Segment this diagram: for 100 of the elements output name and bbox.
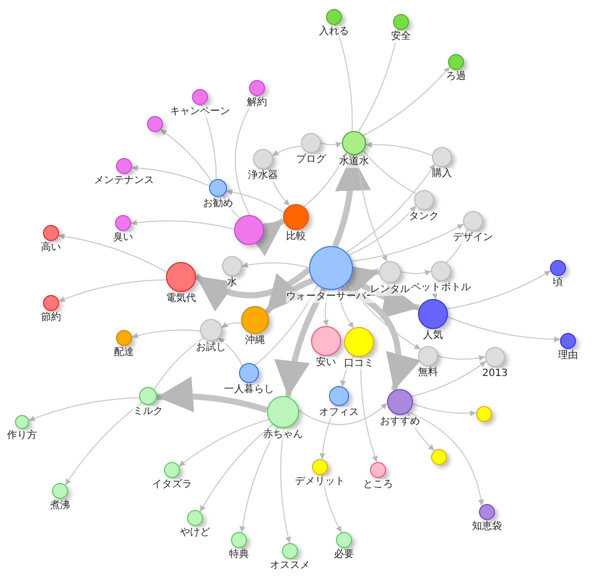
node-label: 電気代 [166,293,196,305]
connector-line [201,104,217,180]
arrow [272,146,302,156]
node-label: 頃 [553,277,563,289]
node-label: 煮沸 [50,500,70,512]
node-label: 無料 [418,367,438,379]
arrow [160,129,212,182]
connector-line [222,194,241,218]
connector-line [234,96,258,216]
node-label: 節約 [41,312,61,324]
arrow [280,428,292,544]
arrow [400,270,432,276]
arrow [362,66,450,136]
arrow [438,355,486,361]
arrow [322,474,342,533]
thick-arrow [194,266,311,311]
node-label: 臭い [113,232,133,244]
arrow [320,405,337,460]
arrow [356,154,388,262]
node-label: お勧め [203,198,233,210]
thick-arrow [332,154,370,248]
arrow [348,205,416,256]
arrow [304,152,348,208]
arrow [130,220,234,230]
node-label: 人気 [423,330,443,342]
node-label: 浄水器 [248,170,278,182]
arrow [322,289,330,326]
node-label: タンク [409,211,439,223]
arrow [360,356,378,463]
node-label: 高い [41,242,61,254]
arrow [28,397,140,422]
node-label: 配達 [114,347,134,359]
node-label: ミルク [133,406,163,418]
arrow [407,412,435,451]
arrow [412,403,477,416]
connector-line [154,338,204,390]
node-label: ところ [363,479,393,491]
node-label: ろ過 [446,71,466,83]
arrow [298,402,388,426]
arrow [218,338,243,366]
node-label: イタズラ [152,479,192,491]
arrow [340,356,354,388]
arrow [351,224,464,262]
arrow [131,165,210,186]
node-label: 理由 [558,350,578,362]
node-label: お試し [196,342,226,354]
node-label: キャンペーン [170,106,230,118]
thick-arrow [274,287,327,398]
node-label: オフィス [319,407,359,419]
arrow [132,329,200,339]
arrow [446,270,551,310]
arrow [432,280,440,300]
connector-line [362,150,417,194]
node-label: 入れる [319,26,349,38]
node-label: メンテナンス [94,175,154,187]
arrow [334,24,353,132]
thick-arrow [340,284,420,392]
arrow [64,402,142,486]
node-label: 水道水 [339,156,369,168]
connector-line [254,284,318,366]
node-label: ペットボトル [411,282,471,294]
node-label: 赤ちゃん [263,429,303,441]
arrow [346,282,422,350]
arrow [242,262,310,268]
node-label: 購入 [432,168,452,180]
arrow [320,142,342,148]
node-label: デザイン [453,232,493,244]
node-label: 水 [227,277,237,289]
arrow [338,288,354,328]
arrow [58,234,168,273]
arrow [200,424,274,512]
node-label: 安い [316,357,336,369]
node-label: 必要 [334,549,354,561]
node-label: 安全 [391,31,411,43]
node-label: デメリット [295,476,345,488]
node-label: 沖縄 [245,335,265,347]
node-label: 解約 [247,97,267,109]
arrow [178,418,270,467]
node-label: 特典 [229,549,249,561]
node-label: 作り方 [7,430,37,442]
arrow [240,426,278,533]
node-label: オススメ [270,560,310,572]
arrow [365,142,433,156]
node-label: ウォーターサーバー [286,291,376,303]
node-label: 一人暮らし [224,384,274,396]
node-label: おすすめ [380,416,420,428]
thick-arrow [156,376,268,413]
node-label: ブログ [296,154,326,166]
arrow [408,412,484,506]
arrow [267,167,290,206]
node-label: 知恵袋 [472,521,502,533]
arrow [226,189,284,213]
thick-arrow [264,273,314,314]
connector-line [446,228,468,264]
arrow [358,29,400,132]
arrow [346,164,436,253]
arrow [58,279,167,302]
arrow [447,316,561,342]
node-label: 比較 [286,231,306,243]
arrow [221,322,242,328]
